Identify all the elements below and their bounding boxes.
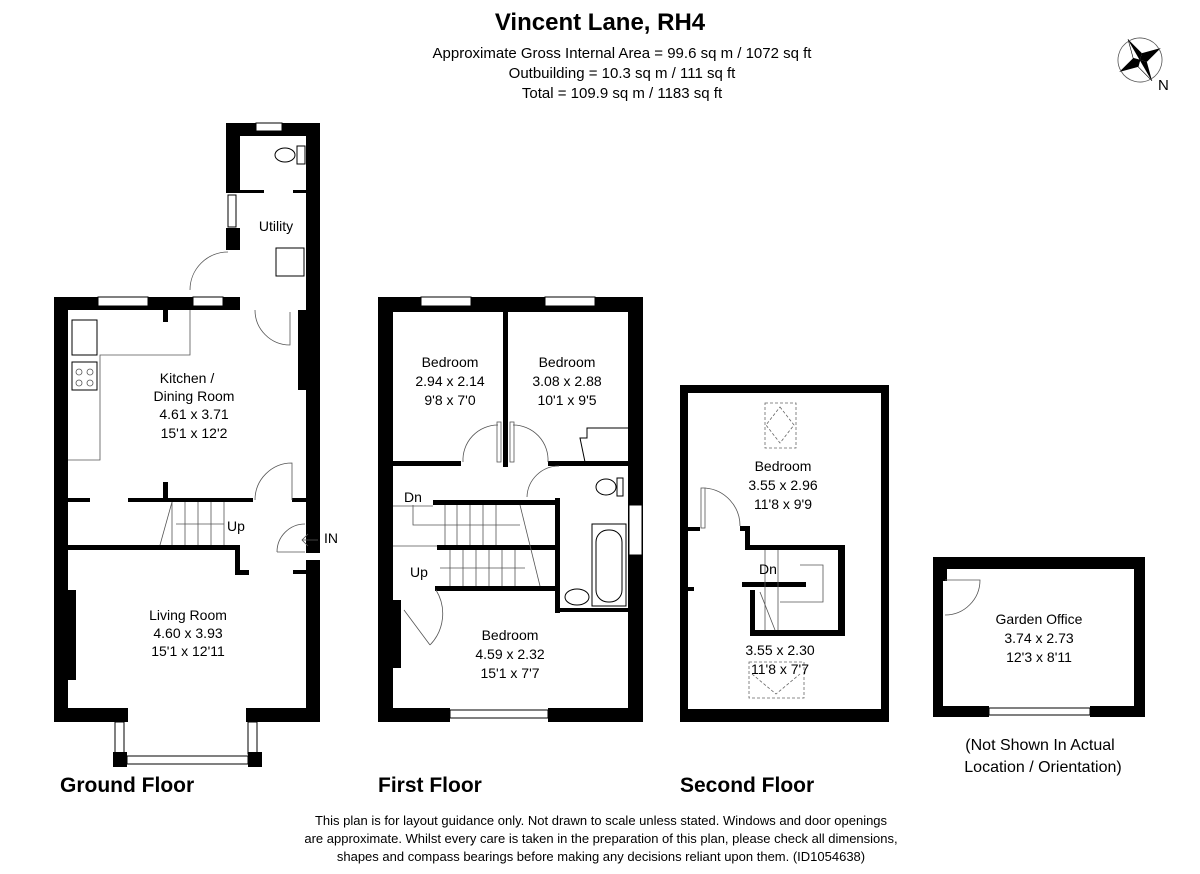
- outbuilding-area: Outbuilding = 10.3 sq m / 111 sq ft: [509, 65, 736, 82]
- compass-rose-icon: [1117, 37, 1163, 83]
- first-floor-plan: [378, 296, 643, 722]
- second-stairs-down-label: Dn: [759, 561, 777, 577]
- room-bedroom2-name: Bedroom: [539, 354, 596, 370]
- disclaimer-line3: shapes and compass bearings before makin…: [337, 849, 865, 864]
- room-living-imperial: 15'1 x 12'11: [151, 643, 225, 659]
- room-bedroom4-imperial: 11'8 x 9'9: [754, 496, 812, 512]
- gross-area: Approximate Gross Internal Area = 99.6 s…: [433, 45, 813, 62]
- room-bedroom3-name: Bedroom: [482, 627, 539, 643]
- disclaimer-line1: This plan is for layout guidance only. N…: [315, 813, 888, 828]
- room-living-metric: 4.60 x 3.93: [153, 625, 222, 641]
- first-stairs-down-label: Dn: [404, 489, 422, 505]
- room-bedroom2-imperial: 10'1 x 9'5: [537, 392, 596, 408]
- room-bedroom1-name: Bedroom: [422, 354, 479, 370]
- plan-title: Vincent Lane, RH4: [495, 9, 706, 36]
- room-bedroom1-imperial: 9'8 x 7'0: [424, 392, 475, 408]
- first-floor-label: First Floor: [378, 774, 482, 797]
- outbuilding-note-line2: Location / Orientation): [964, 759, 1121, 776]
- room-kitchen-name2: Dining Room: [154, 388, 235, 404]
- room-kitchen-metric: 4.61 x 3.71: [159, 406, 228, 422]
- room-bedroom3-metric: 4.59 x 2.32: [475, 646, 544, 662]
- total-area: Total = 109.9 sq m / 1183 sq ft: [522, 85, 723, 102]
- room-bedroom3-imperial: 15'1 x 7'7: [480, 665, 539, 681]
- second-floor-label: Second Floor: [680, 774, 814, 797]
- room-living-name: Living Room: [149, 607, 227, 623]
- compass-north-label: N: [1158, 77, 1169, 94]
- ground-floor-plan: [54, 122, 320, 767]
- room-bedroom4-metric: 3.55 x 2.96: [748, 477, 817, 493]
- room-garden-office-name: Garden Office: [996, 611, 1083, 627]
- room-landing-metric: 3.55 x 2.30: [745, 642, 814, 658]
- room-utility-name: Utility: [259, 218, 293, 234]
- room-bedroom4-name: Bedroom: [755, 458, 812, 474]
- room-garden-office-metric: 3.74 x 2.73: [1004, 630, 1073, 646]
- ground-stairs-up-label: Up: [227, 518, 245, 534]
- room-garden-office-imperial: 12'3 x 8'11: [1006, 649, 1072, 665]
- entrance-label: IN: [324, 530, 338, 546]
- room-kitchen-name: Kitchen /: [160, 370, 215, 386]
- room-bedroom2-metric: 3.08 x 2.88: [532, 373, 601, 389]
- room-kitchen-imperial: 15'1 x 12'2: [161, 425, 228, 441]
- second-floor-plan: [680, 385, 889, 722]
- disclaimer-line2: are approximate. Whilst every care is ta…: [304, 831, 897, 846]
- first-stairs-up-label: Up: [410, 564, 428, 580]
- ground-floor-label: Ground Floor: [60, 774, 194, 797]
- garden-office-plan: [933, 557, 1145, 717]
- room-landing-imperial: 11'8 x 7'7: [751, 661, 809, 677]
- room-bedroom1-metric: 2.94 x 2.14: [415, 373, 484, 389]
- outbuilding-note-line1: (Not Shown In Actual: [965, 737, 1114, 754]
